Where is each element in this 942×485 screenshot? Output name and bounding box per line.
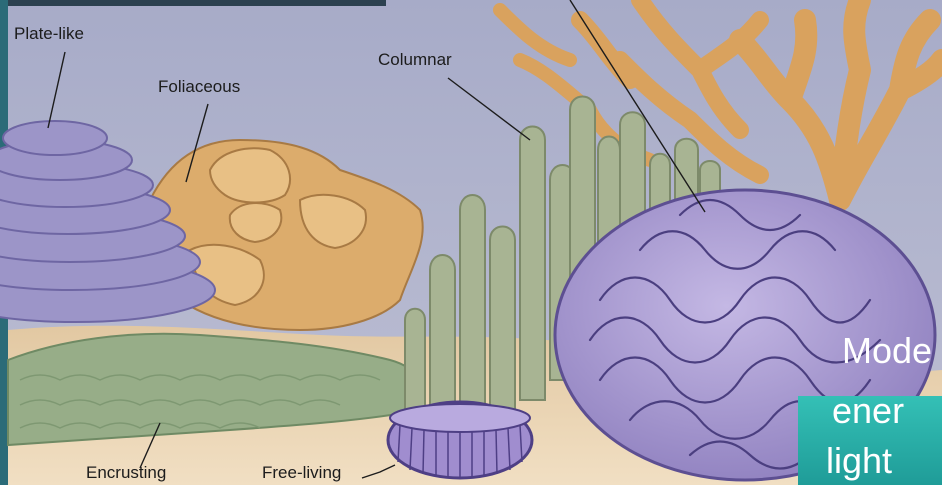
label-free-living: Free-living — [262, 463, 341, 483]
slide-text-line-3: light — [826, 443, 892, 479]
label-foliaceous: Foliaceous — [158, 77, 240, 97]
label-encrusting: Encrusting — [86, 463, 166, 483]
free-living-coral-top — [390, 404, 530, 432]
top-band — [8, 0, 386, 6]
slide-text-line-1: Mode — [842, 333, 932, 369]
label-columnar: Columnar — [378, 50, 452, 70]
slide-text-line-2: ener — [832, 393, 904, 429]
label-plate-like: Plate-like — [14, 24, 84, 44]
